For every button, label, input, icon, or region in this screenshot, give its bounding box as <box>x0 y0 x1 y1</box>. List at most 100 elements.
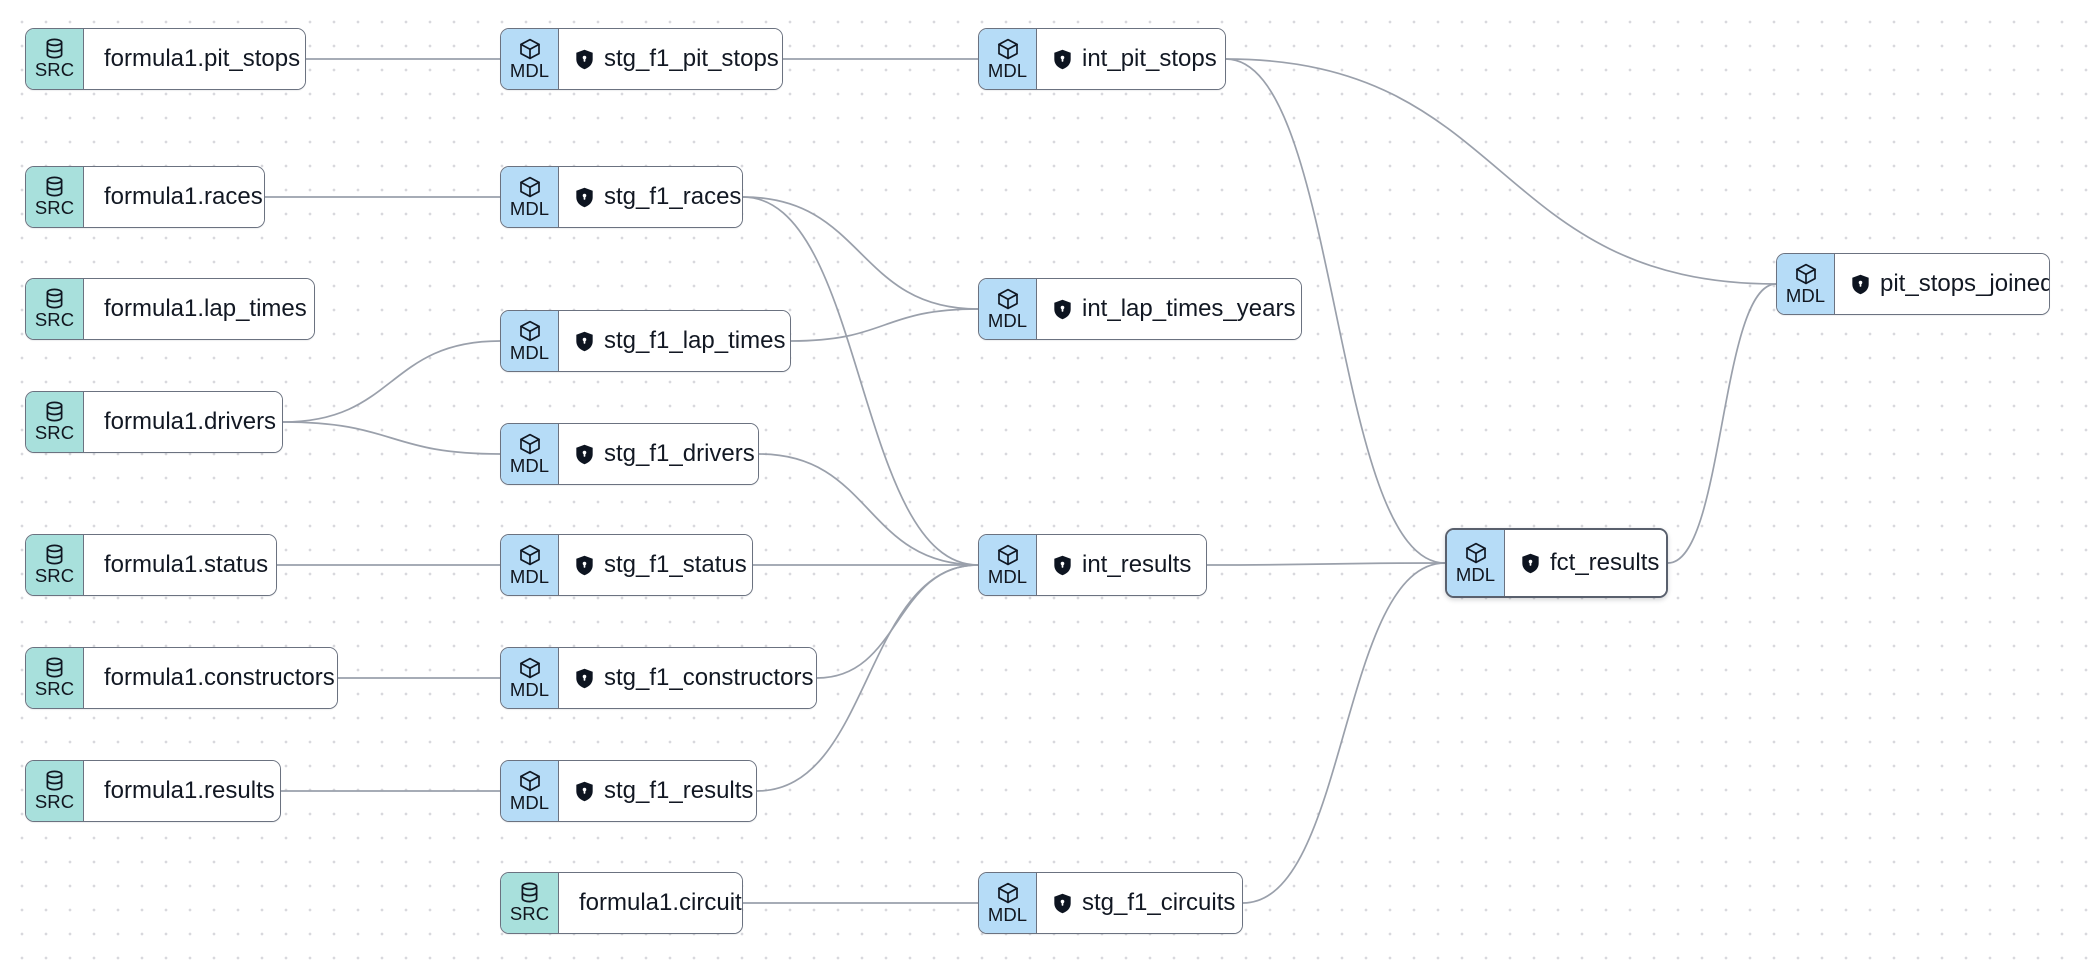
node-label: formula1.races <box>104 183 263 210</box>
node-type-label: SRC <box>509 903 550 925</box>
graph-node-fct_results[interactable]: MDL fct_results <box>1445 528 1668 598</box>
node-body: stg_f1_races <box>559 167 742 227</box>
node-label: stg_f1_pit_stops <box>604 45 779 72</box>
graph-node-int_lap_times_years[interactable]: MDL int_lap_times_years <box>978 278 1302 340</box>
node-type-label: SRC <box>34 678 75 700</box>
graph-node-src_races[interactable]: SRC formula1.races <box>25 166 265 228</box>
node-type-label: SRC <box>34 59 75 81</box>
shield-icon <box>1053 555 1072 576</box>
node-type-label: MDL <box>987 59 1028 81</box>
graph-node-src_results[interactable]: SRC formula1.results <box>25 760 281 822</box>
node-label: formula1.results <box>104 777 275 804</box>
cube-icon <box>518 656 542 680</box>
graph-node-stg_races[interactable]: MDL stg_f1_races <box>500 166 743 228</box>
node-label: fct_results <box>1550 549 1660 576</box>
graph-node-src_lap_times[interactable]: SRC formula1.lap_times <box>25 278 315 340</box>
graph-node-stg_circuits[interactable]: MDL stg_f1_circuits <box>978 872 1243 934</box>
node-body: formula1.pit_stops <box>84 29 305 89</box>
graph-edge-stg_constructors-to-int_results <box>816 564 979 679</box>
graph-node-src_circuits[interactable]: SRC formula1.circuits <box>500 872 743 934</box>
node-type-label: MDL <box>987 309 1028 331</box>
graph-edge-stg_lap_times-to-int_lap_times_years <box>790 308 979 342</box>
graph-edge-src_drivers-to-stg_lap_times <box>282 340 501 423</box>
shield-icon <box>575 555 594 576</box>
graph-node-src_constructors[interactable]: SRC formula1.constructors <box>25 647 338 709</box>
database-icon <box>43 175 66 198</box>
shield-icon <box>575 187 594 208</box>
node-type-label: SRC <box>34 309 75 331</box>
node-type-label: SRC <box>34 791 75 813</box>
node-type-label: MDL <box>1785 284 1826 306</box>
node-label: formula1.drivers <box>104 408 277 435</box>
node-type-badge: SRC <box>26 761 84 821</box>
node-body: pit_stops_joined <box>1835 254 2049 314</box>
node-body: int_lap_times_years <box>1037 279 1301 339</box>
graph-node-src_pit_stops[interactable]: SRC formula1.pit_stops <box>25 28 306 90</box>
node-body: stg_f1_results <box>559 761 756 821</box>
graph-edge-stg_races-to-int_lap_times_years <box>742 196 979 310</box>
node-label: int_pit_stops <box>1082 45 1217 72</box>
node-type-label: MDL <box>1455 563 1496 585</box>
cube-icon <box>996 881 1020 905</box>
graph-node-src_drivers[interactable]: SRC formula1.drivers <box>25 391 283 453</box>
node-body: stg_f1_status <box>559 535 752 595</box>
node-type-badge: SRC <box>26 648 84 708</box>
graph-node-int_pit_stops[interactable]: MDL int_pit_stops <box>978 28 1226 90</box>
graph-node-stg_pit_stops[interactable]: MDL stg_f1_pit_stops <box>500 28 783 90</box>
node-body: formula1.circuits <box>559 873 742 933</box>
node-type-badge: MDL <box>979 29 1037 89</box>
graph-edge-stg_races-to-int_results <box>742 196 979 566</box>
node-label: stg_f1_circuits <box>1082 889 1236 916</box>
cube-icon <box>518 319 542 343</box>
database-icon <box>43 543 66 566</box>
graph-edge-int_pit_stops-to-pit_stops_joined <box>1225 58 1777 285</box>
cube-icon <box>996 543 1020 567</box>
node-body: stg_f1_constructors <box>559 648 816 708</box>
graph-node-stg_drivers[interactable]: MDL stg_f1_drivers <box>500 423 759 485</box>
graph-node-stg_lap_times[interactable]: MDL stg_f1_lap_times <box>500 310 791 372</box>
node-label: int_results <box>1082 551 1192 578</box>
node-type-label: MDL <box>509 59 550 81</box>
graph-node-stg_constructors[interactable]: MDL stg_f1_constructors <box>500 647 817 709</box>
node-label: stg_f1_constructors <box>604 664 814 691</box>
node-body: formula1.lap_times <box>84 279 314 339</box>
node-label: formula1.constructors <box>104 664 335 691</box>
node-type-badge: SRC <box>26 29 84 89</box>
shield-icon <box>575 668 594 689</box>
shield-icon <box>1851 274 1870 295</box>
graph-node-pit_stops_joined[interactable]: MDL pit_stops_joined <box>1776 253 2050 315</box>
cube-icon <box>996 287 1020 311</box>
graph-node-stg_status[interactable]: MDL stg_f1_status <box>500 534 753 596</box>
node-type-badge: MDL <box>1777 254 1835 314</box>
node-body: formula1.constructors <box>84 648 337 708</box>
node-type-label: SRC <box>34 565 75 587</box>
node-type-badge: SRC <box>26 167 84 227</box>
graph-edge-fct_results-to-pit_stops_joined <box>1667 283 1777 564</box>
shield-icon <box>575 444 594 465</box>
node-type-badge: SRC <box>26 392 84 452</box>
graph-node-stg_results[interactable]: MDL stg_f1_results <box>500 760 757 822</box>
node-type-badge: MDL <box>501 761 559 821</box>
cube-icon <box>1794 262 1818 286</box>
node-label: int_lap_times_years <box>1082 295 1296 322</box>
database-icon <box>43 400 66 423</box>
node-type-badge: MDL <box>501 648 559 708</box>
shield-icon <box>575 49 594 70</box>
node-type-label: MDL <box>509 197 550 219</box>
node-body: fct_results <box>1505 530 1666 596</box>
database-icon <box>43 287 66 310</box>
node-label: stg_f1_lap_times <box>604 327 786 354</box>
node-type-badge: MDL <box>501 311 559 371</box>
node-type-label: MDL <box>509 565 550 587</box>
cube-icon <box>518 769 542 793</box>
node-type-badge: MDL <box>501 29 559 89</box>
node-label: stg_f1_results <box>604 777 754 804</box>
node-type-label: MDL <box>987 903 1028 925</box>
node-type-label: MDL <box>509 454 550 476</box>
node-label: stg_f1_drivers <box>604 440 755 467</box>
node-label: formula1.pit_stops <box>104 45 301 72</box>
cube-icon <box>518 543 542 567</box>
